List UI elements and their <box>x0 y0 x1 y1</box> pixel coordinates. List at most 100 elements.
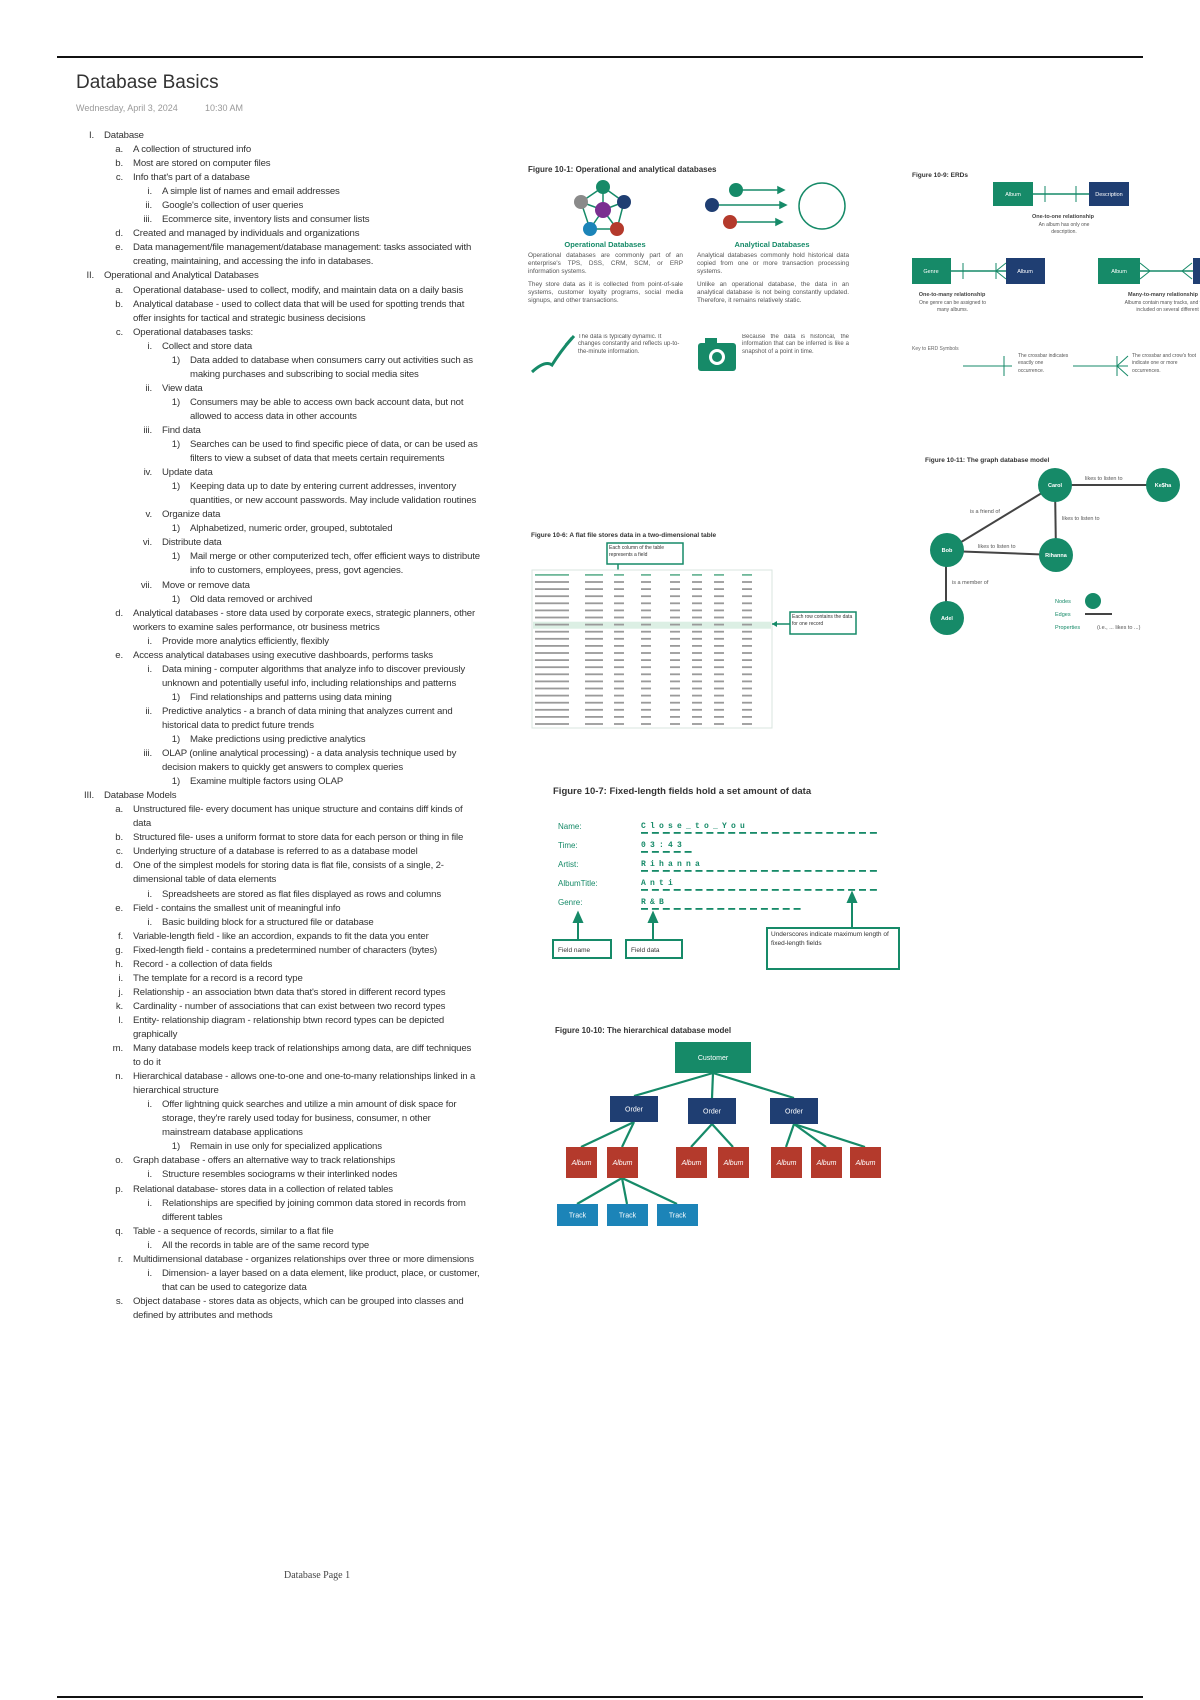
table-cell <box>641 666 651 669</box>
underscore-mark <box>750 889 757 891</box>
erd-key-one: The crossbar indicates exactly one occur… <box>1018 353 1069 374</box>
figure-fixed-length: Figure 10-7: Fixed-length fields hold a … <box>552 786 900 970</box>
outline-marker: iii. <box>143 424 153 436</box>
outline-marker: I. <box>88 130 94 141</box>
outline-text: Collect and store data <box>162 340 253 352</box>
table-cell <box>714 666 724 669</box>
table-cell <box>670 602 680 605</box>
graph-node-adel: Adel <box>941 616 953 622</box>
table-cell <box>585 623 603 626</box>
table-cell <box>585 637 603 640</box>
outline-marker: i. <box>147 1197 153 1209</box>
underscore-mark <box>695 889 703 891</box>
table-cell <box>742 673 752 676</box>
outline-item: d.Created and managed by individuals and… <box>0 227 480 241</box>
outline-marker: i. <box>147 663 153 675</box>
fixed-field-row: Genre:R&B <box>558 898 801 910</box>
underscore-mark <box>771 908 779 910</box>
graph-node-carol: Carol <box>1048 483 1063 489</box>
underscore-mark <box>837 832 845 834</box>
outline-text: Database <box>104 130 144 141</box>
table-cell <box>714 616 724 619</box>
underscore-mark <box>804 832 812 834</box>
table-cell <box>742 616 752 619</box>
table-cell <box>670 716 680 718</box>
table-cell <box>670 673 680 676</box>
outline-item: 1)Consumers may be able to access own ba… <box>0 396 480 424</box>
underscore-mark <box>859 832 866 834</box>
outline-text: Remain in use only for specialized appli… <box>190 1141 382 1153</box>
underscore-mark <box>717 870 725 872</box>
underscore-mark <box>782 832 790 834</box>
outline-marker: 1) <box>171 481 180 493</box>
figure-hierarchical: Figure 10-10: The hierarchical database … <box>555 1026 881 1226</box>
outline-marker: 1) <box>171 593 180 605</box>
graph-node-bob: Bob <box>942 548 953 554</box>
outline-item: 1)Mail merge or other computerized tech,… <box>0 550 480 578</box>
page-time: 10:30 AM <box>205 103 244 113</box>
table-cell <box>670 680 680 683</box>
table-cell <box>742 645 752 647</box>
outline-item: 1)Keeping data up to date by entering cu… <box>0 480 480 508</box>
field-value: R&B <box>641 898 668 907</box>
underscore-mark <box>750 908 757 910</box>
table-cell <box>692 645 702 647</box>
table-cell <box>714 687 724 690</box>
underscore-mark <box>684 870 692 872</box>
outline-marker: c. <box>115 846 123 858</box>
legend-edges: Edges <box>1055 612 1071 618</box>
outline-text: Data mining - computer algorithms that a… <box>162 663 465 689</box>
table-cell <box>742 623 752 626</box>
outline-text: Relationships are specified by joining c… <box>162 1197 466 1223</box>
outline-text: Relational database- stores data in a co… <box>133 1183 393 1195</box>
table-cell <box>614 680 624 683</box>
outline-marker: s. <box>115 1295 123 1307</box>
table-cell <box>714 588 724 590</box>
outline-text: Searches can be used to find specific pi… <box>190 439 478 465</box>
underscore-mark <box>826 870 834 872</box>
album-box <box>566 1147 597 1178</box>
table-cell <box>614 716 624 718</box>
table-cell <box>742 630 752 633</box>
order-box <box>688 1098 736 1124</box>
outline-marker: f. <box>117 930 123 942</box>
album-label: Album <box>816 1160 837 1167</box>
table-cell <box>714 652 724 654</box>
table-cell <box>585 687 603 690</box>
figure-title: Figure 10-10: The hierarchical database … <box>555 1026 731 1035</box>
table-row <box>535 630 752 633</box>
table-cell <box>614 581 624 583</box>
track-box <box>557 1204 598 1226</box>
table-cell <box>614 723 624 725</box>
underscore-mark <box>771 870 779 872</box>
table-cell <box>585 673 603 676</box>
erd-one-to-one-desc: An album has only one description. <box>1038 222 1090 236</box>
outline-text: Variable-length field - like an accordio… <box>133 930 429 942</box>
table-cell <box>692 680 702 683</box>
table-cell <box>614 574 624 576</box>
underscore-mark <box>760 889 768 891</box>
table-cell <box>670 645 680 647</box>
underscore-mark <box>782 908 790 910</box>
underscore-mark <box>673 870 681 872</box>
outline-item: k.Cardinality - number of associations t… <box>0 1000 480 1014</box>
table-row <box>535 694 752 697</box>
table-cell <box>614 616 624 619</box>
table-cell <box>742 708 752 711</box>
underscore-mark <box>750 832 757 834</box>
tree-edges <box>576 1071 866 1205</box>
outline-marker: iii. <box>143 214 153 226</box>
outline-marker: d. <box>115 607 123 619</box>
outline-marker: o. <box>115 1155 123 1167</box>
table-cell <box>585 680 603 683</box>
outline-item: i.Structure resembles sociograms w their… <box>0 1168 480 1182</box>
table-cell <box>585 602 603 605</box>
field-name: Artist: <box>558 860 578 869</box>
erd-many-to-many-label: Many-to-many relationship <box>1128 292 1199 298</box>
table-cell <box>585 645 603 647</box>
field-value: Close_to_You <box>641 822 749 831</box>
edge-label: likes to listen to <box>1062 516 1100 522</box>
outline-item: i.Dimension- a layer based on a data ele… <box>0 1267 480 1295</box>
outline-text: Google's collection of user queries <box>162 200 304 212</box>
outline-marker: i. <box>147 340 153 352</box>
